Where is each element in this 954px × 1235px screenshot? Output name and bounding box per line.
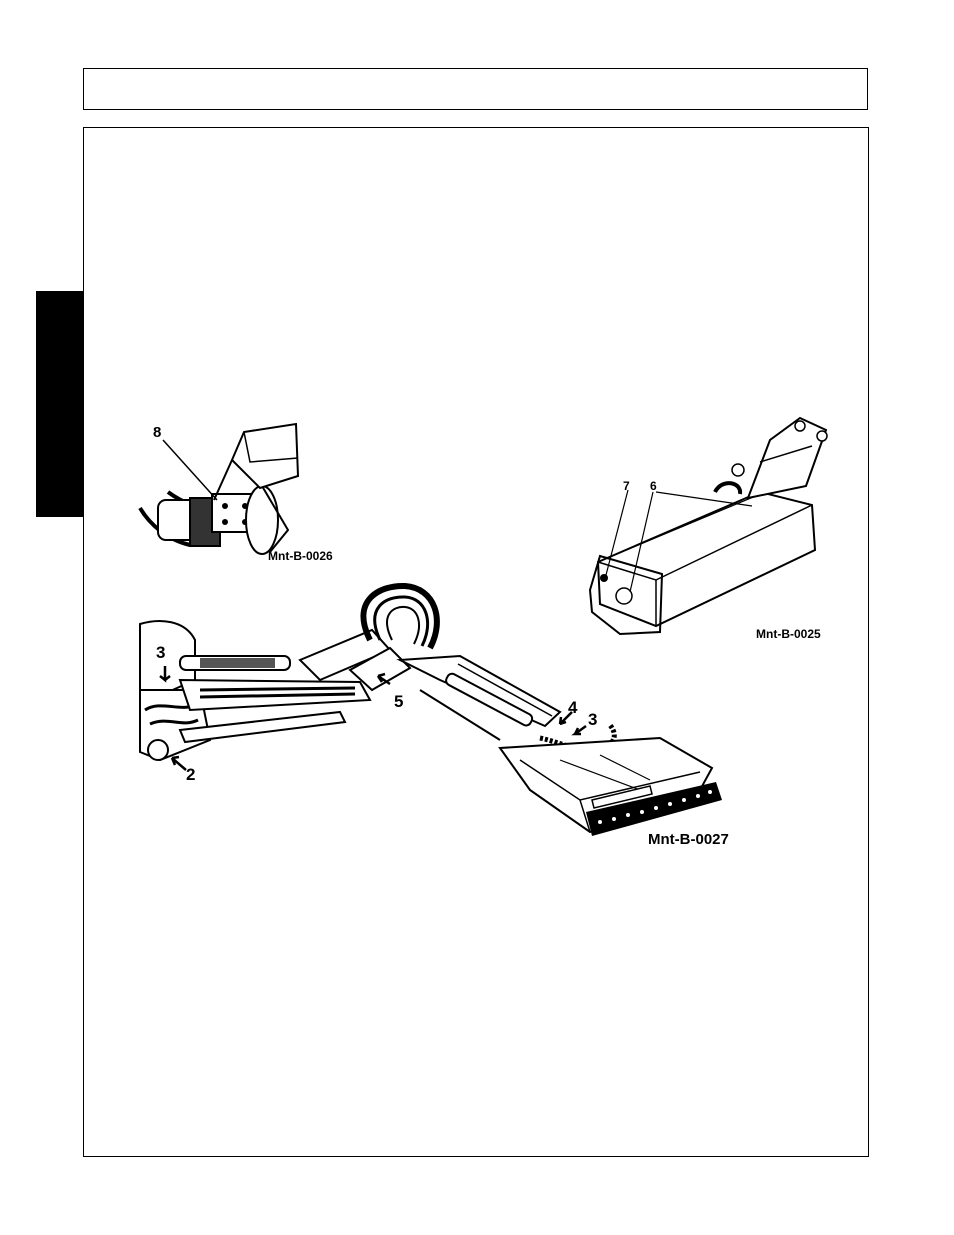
figure-caption-mnt-b-0025: Mnt-B-0025 (756, 627, 821, 641)
callout-3-right: 3 (588, 710, 597, 729)
callout-8: 8 (153, 424, 161, 441)
callout-7: 7 (623, 479, 630, 493)
figure-caption-mnt-b-0026: Mnt-B-0026 (268, 549, 333, 563)
figure-boom-mower (140, 586, 722, 836)
figure-motor-detail (140, 424, 298, 554)
figure-caption-mnt-b-0027: Mnt-B-0027 (648, 831, 729, 848)
callout-5: 5 (394, 692, 403, 711)
callout-4: 4 (568, 698, 578, 717)
figure-cutter-housing (590, 418, 827, 634)
callout-6: 6 (650, 479, 657, 493)
callout-2: 2 (186, 765, 195, 784)
callout-3-left: 3 (156, 643, 165, 662)
